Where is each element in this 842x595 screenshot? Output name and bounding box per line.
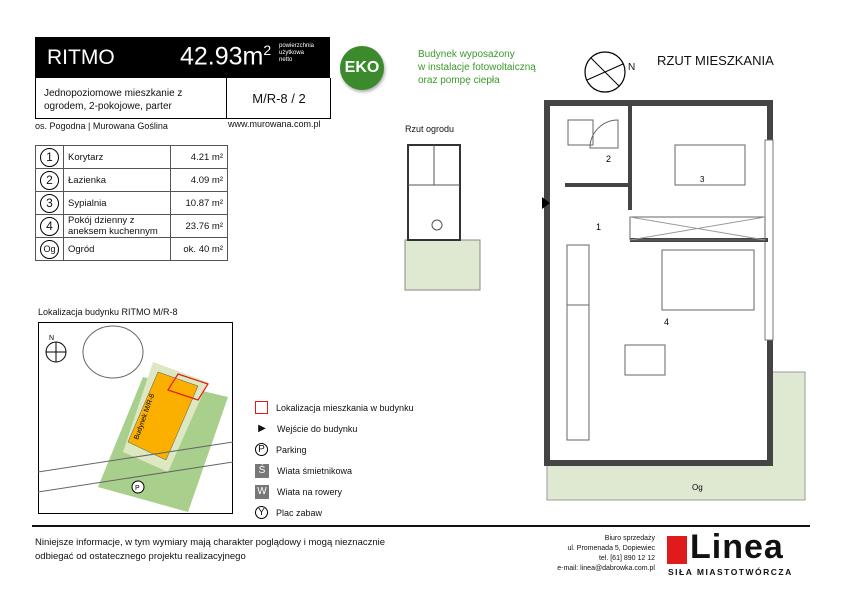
plan-title: RZUT MIESZKANIA <box>657 53 774 68</box>
garden-label: Og <box>692 483 703 492</box>
map-legend: Lokalizacja mieszkania w budynku ▶ Wejście… <box>255 397 414 523</box>
disclaimer: Niniejsze informacje, w tym wymiary mają… <box>35 536 385 564</box>
apartment-description: Jednopoziomowe mieszkanie z ogrodem, 2-p… <box>44 88 183 112</box>
red-square-icon <box>255 401 268 414</box>
compass-icon <box>584 51 626 93</box>
apartment-code: M/R-8 / 2 <box>226 78 331 118</box>
logo-tagline: SIŁA MIASTOTWÓRCZA <box>668 567 793 577</box>
legend-label: Wiata na rowery <box>277 486 343 497</box>
map-parking: P <box>135 485 140 492</box>
room-number: Og <box>40 239 59 259</box>
room-area: 4.09 m² <box>170 168 228 192</box>
room-name: Ogród <box>63 237 171 261</box>
legend-item: Y Plac zabaw <box>255 502 414 523</box>
eko-description: Budynek wyposażony w instalacje fotowolt… <box>418 48 536 87</box>
area-unit: 2 <box>263 42 272 58</box>
bike-shelter-icon: W <box>255 484 269 499</box>
legend-label: Wiata śmietnikowa <box>277 465 353 476</box>
caption-line: użytkowa <box>279 50 305 56</box>
area-value: 42.93m <box>180 42 264 71</box>
sales-office: Biuro sprzedaży ul. Promenada 5, Dopiewi… <box>520 534 655 574</box>
footer-divider <box>32 525 810 527</box>
eko-line: Budynek wyposażony <box>418 49 515 60</box>
disclaimer-line: odbiegać od ostatecznego projektu realiz… <box>35 551 246 562</box>
website-link[interactable]: www.murowana.com.pl <box>228 119 321 129</box>
caption-line: netto <box>279 57 293 63</box>
parking-icon: P <box>255 443 268 456</box>
logo-red-block <box>667 536 687 564</box>
legend-item: ▶ Wejście do budynku <box>255 418 414 439</box>
location-map: Budynek M/R-8 N P <box>38 322 233 514</box>
room-number: 2 <box>40 170 59 190</box>
room-label-4: 4 <box>664 317 669 327</box>
eko-badge: EKO <box>340 46 384 90</box>
room-name: Pokój dzienny z aneksem kuchennym <box>63 214 171 238</box>
legend-item: W Wiata na rowery <box>255 481 414 502</box>
legend-label: Plac zabaw <box>276 507 323 518</box>
room-area: 10.87 m² <box>170 191 228 215</box>
garden-plan-title: Rzut ogrodu <box>405 124 455 134</box>
legend-item: Lokalizacja mieszkania w budynku <box>255 397 414 418</box>
legend-label: Parking <box>276 444 307 455</box>
building-name: RITMO <box>47 46 115 69</box>
legend-label: Wejście do budynku <box>277 423 358 434</box>
room-label-3: 3 <box>700 175 705 184</box>
room-number: 1 <box>40 147 59 167</box>
office-line: tel. [61] 890 12 12 <box>598 555 655 562</box>
room-name: Korytarz <box>63 145 171 169</box>
room-name: Łazienka <box>63 168 171 192</box>
legend-item: P Parking <box>255 439 414 460</box>
apartment-area: 42.93m2 <box>180 42 271 71</box>
description-box: Jednopoziomowe mieszkanie z ogrodem, 2-p… <box>35 78 331 119</box>
eko-line: w instalacje fotowoltaiczną <box>418 62 536 73</box>
entrance-triangle-icon: ▶ <box>258 423 266 434</box>
playground-icon: Y <box>255 506 268 519</box>
legend-label: Lokalizacja mieszkania w budynku <box>276 402 414 413</box>
north-label: N <box>628 62 636 73</box>
room-label-1: 1 <box>596 222 601 232</box>
office-line: Biuro sprzedaży <box>604 535 655 542</box>
eko-line: oraz pompę ciepła <box>418 75 500 86</box>
floor-plan: 1 2 3 4 Og <box>542 100 806 501</box>
legend-item: Ś Wiata śmietnikowa <box>255 460 414 481</box>
disclaimer-line: Niniejsze informacje, w tym wymiary mają… <box>35 537 386 548</box>
caption-line: powierzchnia <box>279 43 315 49</box>
room-number: 3 <box>40 193 59 213</box>
room-number: 4 <box>40 216 59 236</box>
room-area: 4.21 m² <box>170 145 228 169</box>
linea-logo: Linea <box>690 528 784 566</box>
room-area: 23.76 m² <box>170 214 228 238</box>
office-email[interactable]: e-mail: linea@dabrowka.com.pl <box>557 565 655 572</box>
location-line: os. Pogodna | Murowana Goślina <box>35 121 168 131</box>
room-name: Sypialnia <box>63 191 171 215</box>
map-north: N <box>49 335 54 342</box>
garden-plan <box>404 144 481 291</box>
room-area: ok. 40 m² <box>170 237 228 261</box>
map-title: Lokalizacja budynku RITMO M/R-8 <box>38 307 178 317</box>
office-line: ul. Promenada 5, Dopiewiec <box>567 545 655 552</box>
room-label-2: 2 <box>606 154 611 164</box>
trash-shelter-icon: Ś <box>255 463 269 478</box>
